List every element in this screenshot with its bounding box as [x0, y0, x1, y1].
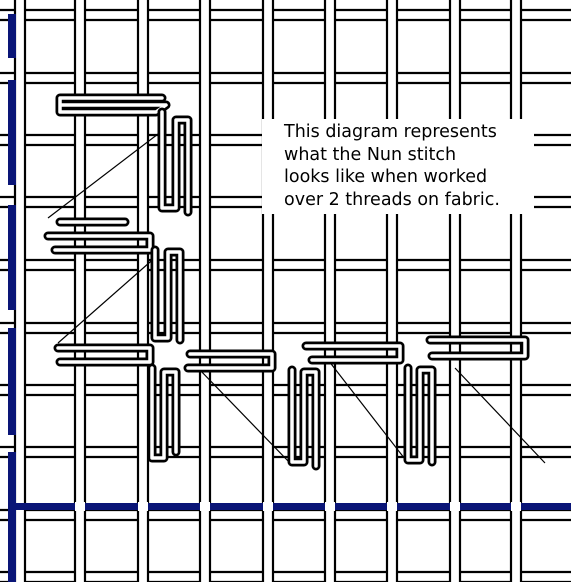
stitch-v-bottom-2	[292, 370, 316, 466]
ruler-mark-left-2	[8, 205, 16, 310]
stitch-v-middle	[155, 250, 180, 340]
stitch-h-middle	[48, 222, 150, 250]
fabric-thread-v-3	[200, 0, 210, 582]
ruler-gap-2	[200, 502, 210, 511]
ruler-gap-4	[325, 502, 335, 511]
ruler-gap-6	[450, 502, 460, 511]
ruler-gap-7	[511, 502, 521, 511]
ruler-mark-left-1	[8, 80, 16, 185]
fabric-thread-v-0	[15, 0, 25, 582]
ruler-mark-left-0	[8, 14, 16, 58]
ruler-mark-left-4	[8, 452, 16, 582]
stitch-v-bottom-3	[408, 368, 432, 462]
ruler-gap-3	[263, 502, 273, 511]
stitch-v-upper	[162, 112, 188, 212]
fabric-thread-v-8	[511, 0, 521, 582]
ruler-gap-5	[387, 502, 397, 511]
caption-line-1: This diagram represents	[262, 121, 534, 144]
ruler-mark-left-3	[8, 328, 16, 435]
caption-line-4: over 2 threads on fabric.	[262, 189, 534, 212]
fabric-thread-v-5	[325, 0, 335, 582]
stitch-v-bottom-left	[152, 368, 176, 458]
stitch-h-lower	[58, 348, 150, 362]
stitch-h-top	[60, 98, 166, 112]
fabric-thread-v-7	[450, 0, 460, 582]
caption-line-3: looks like when worked	[262, 166, 534, 189]
fabric-thread-v-2	[138, 0, 148, 582]
fabric-thread-v-6	[387, 0, 397, 582]
fabric-thread-v-4	[263, 0, 273, 582]
ruler-gap-0	[75, 502, 85, 511]
diagram-caption: This diagram represents what the Nun sti…	[262, 119, 534, 214]
ruler-mark-bottom	[8, 503, 571, 510]
fabric-thread-v-1	[75, 0, 85, 582]
ruler-gap-1	[138, 502, 148, 511]
caption-line-2: what the Nun stitch	[262, 144, 534, 167]
